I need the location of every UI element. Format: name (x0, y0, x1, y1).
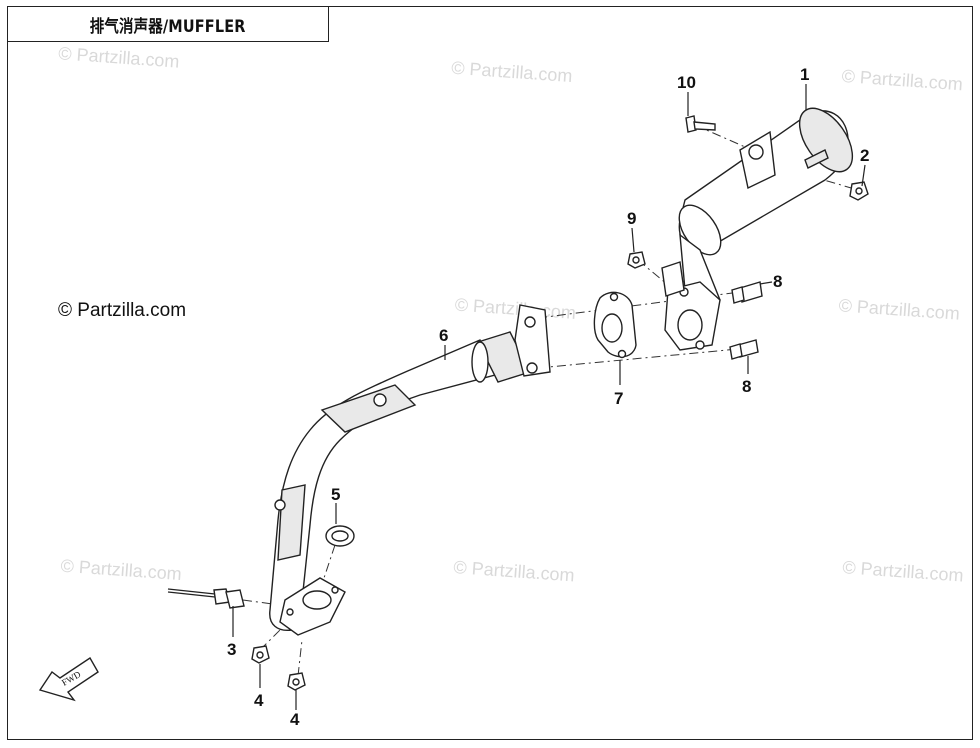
callout-4-left: 4 (254, 691, 264, 710)
watermark-7: © Partzilla.com (453, 557, 575, 585)
watermark-3: © Partzilla.com (841, 66, 963, 94)
callout-labels: 1 2 3 4 4 5 6 7 8 8 9 10 (227, 65, 869, 729)
diagram-frame (7, 6, 973, 740)
watermark-2: © Partzilla.com (451, 58, 573, 86)
watermarks: © Partzilla.com © Partzilla.com © Partzi… (58, 43, 964, 585)
watermark-8: © Partzilla.com (842, 557, 964, 585)
callout-2: 2 (860, 146, 869, 165)
watermark-1: © Partzilla.com (58, 43, 180, 71)
flange-bolt-upper (731, 281, 763, 304)
flange-gasket (593, 291, 637, 359)
muffler-mount-bolt (685, 115, 716, 133)
callout-8-upper: 8 (773, 272, 782, 291)
oxygen-sensor (167, 588, 245, 609)
callout-8-lower: 8 (742, 377, 751, 396)
watermark-6: © Partzilla.com (60, 556, 182, 584)
callout-3: 3 (227, 640, 236, 659)
copyright-notice: © Partzilla.com (58, 300, 187, 321)
title-box: 排气消声器/MUFFLER (7, 6, 329, 42)
callout-5: 5 (331, 485, 340, 504)
header-pipe (269, 304, 551, 636)
forward-direction-indicator: FWD (38, 657, 99, 702)
flange-bolt-lower (729, 339, 759, 360)
callout-6: 6 (439, 326, 448, 345)
exhaust-port-gasket (325, 525, 355, 547)
flange-nut (627, 251, 646, 269)
exhaust-nut-left (251, 645, 270, 664)
muffler-nut (849, 181, 869, 201)
page-title: 排气消声器/MUFFLER (90, 16, 246, 37)
muffler-assembly (661, 107, 854, 351)
callout-1: 1 (800, 65, 809, 84)
callout-9: 9 (627, 209, 636, 228)
callout-4-right: 4 (290, 710, 300, 729)
callout-10: 10 (677, 73, 696, 92)
callout-leaders (232, 84, 866, 710)
watermark-5: © Partzilla.com (838, 295, 960, 323)
watermark-4: © Partzilla.com (454, 294, 576, 322)
exhaust-nut-right (287, 672, 306, 691)
callout-7: 7 (614, 389, 623, 408)
